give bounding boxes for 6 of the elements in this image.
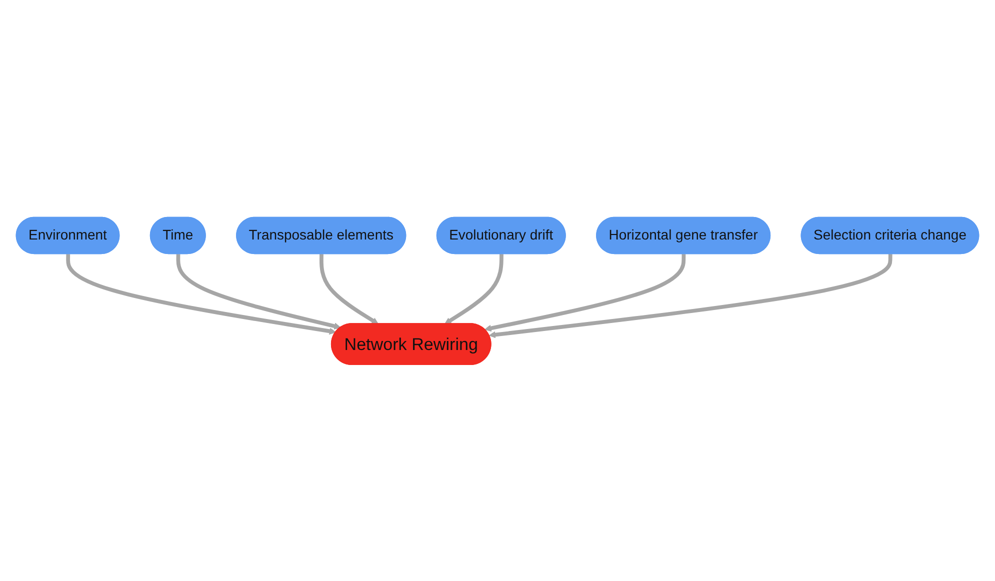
arrow [176,254,341,330]
arrow [320,254,378,324]
arrow [484,254,686,332]
arrow [444,254,504,324]
arrow [66,254,336,334]
arrow [488,254,892,338]
